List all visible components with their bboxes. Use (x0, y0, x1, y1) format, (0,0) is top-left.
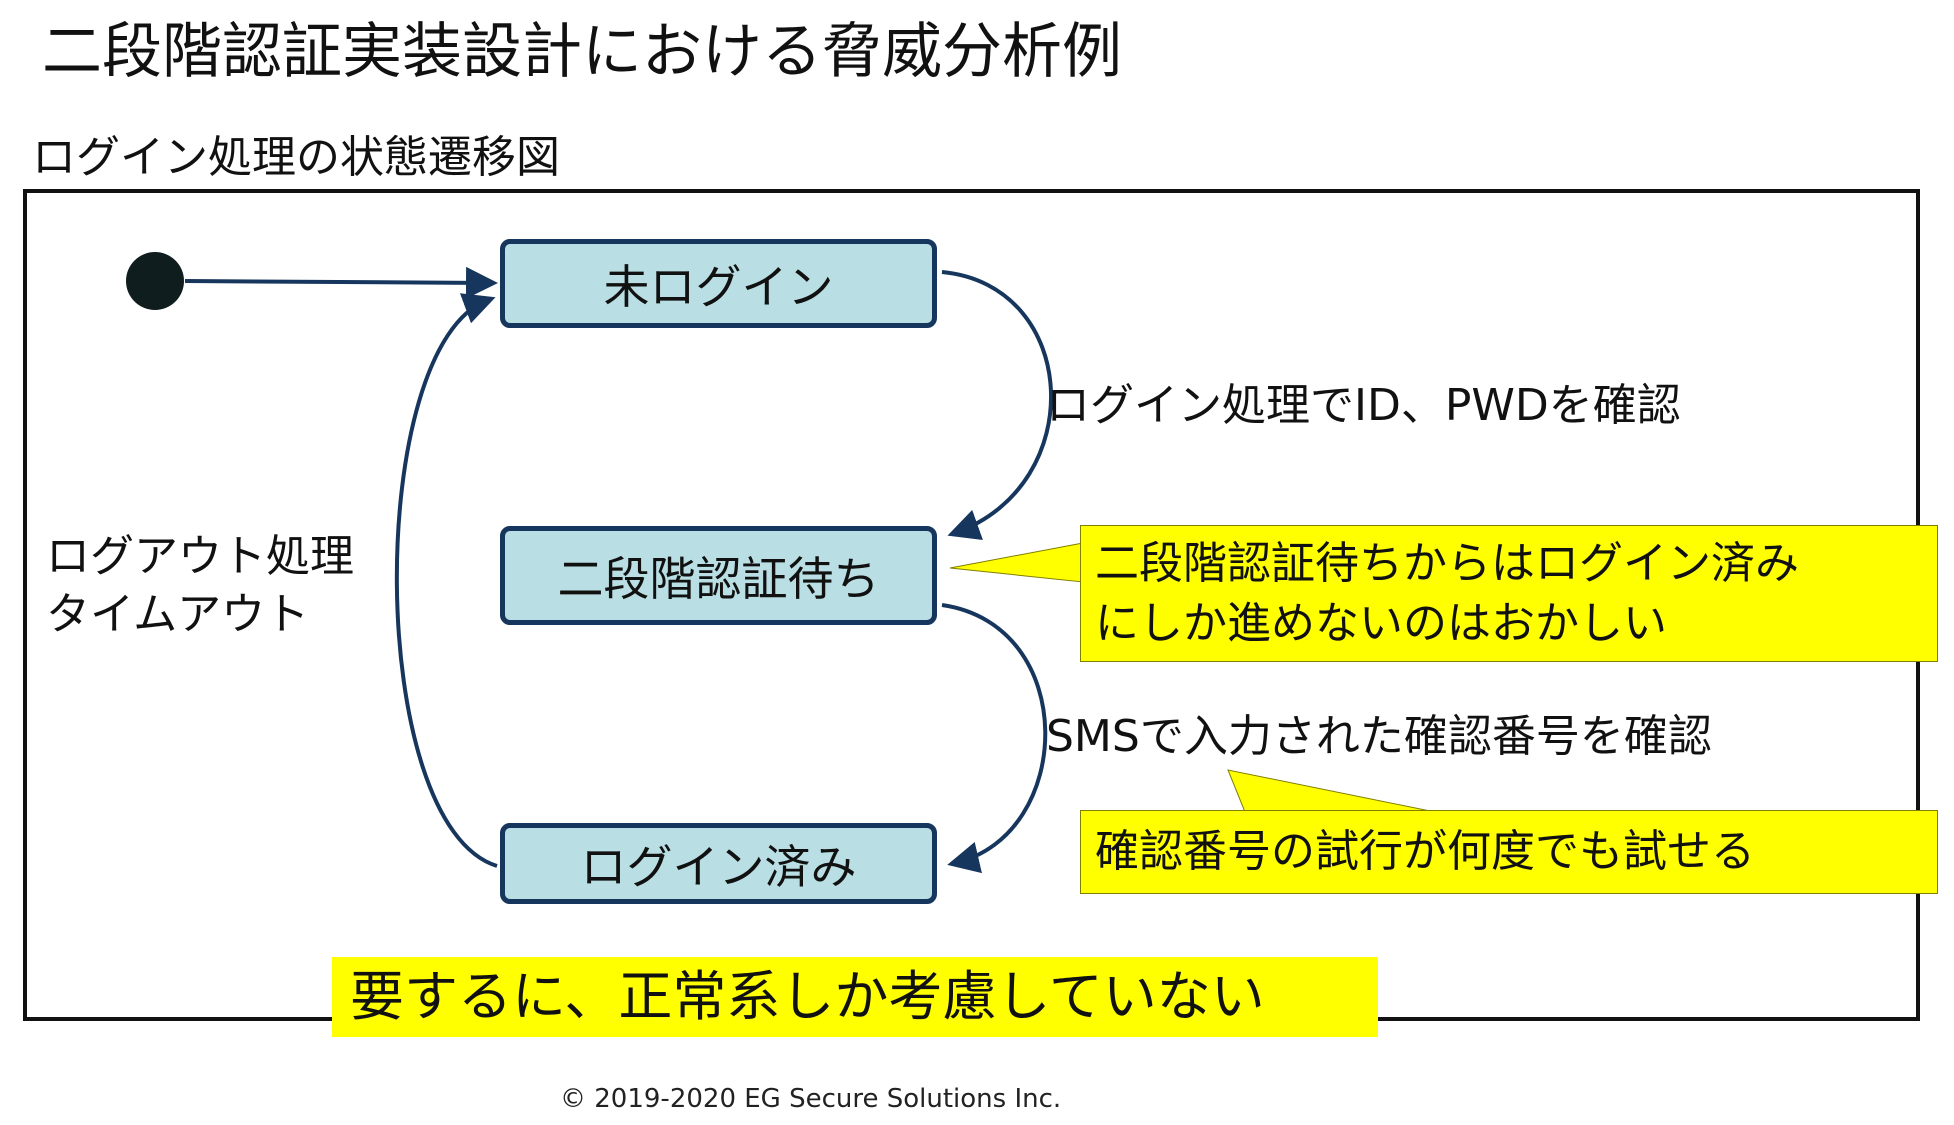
logout-transition-label: ログアウト処理 タイムアウト (46, 528, 354, 644)
callout-unlimited-tries: 確認番号の試行が何度でも試せる (1080, 810, 1938, 894)
callout-only-forward: 二段階認証待ちからはログイン済み にしか進めないのはおかしい (1080, 525, 1938, 662)
callout-only-forward-line-2: にしか進めないのはおかしい (1095, 598, 1667, 649)
state-logged-in: ログイン済み (500, 823, 937, 904)
state-waiting-2fa: 二段階認証待ち (500, 526, 937, 625)
logout-label-line: ログアウト処理 (46, 531, 354, 582)
diagram-caption: ログイン処理の状態遷移図 (32, 132, 560, 183)
sms-transition-arrow (941, 603, 1048, 874)
initial-transition-arrow (184, 266, 498, 299)
logout-transition-arrow (394, 293, 498, 868)
callout-unlimited-tries-text: 確認番号の試行が何度でも試せる (1095, 826, 1755, 877)
callout-only-forward-line-1: 二段階認証待ちからはログイン済み (1095, 538, 1799, 589)
initial-state-dot (126, 252, 184, 310)
state-not-logged-in: 未ログイン (500, 239, 937, 328)
callout-pointer-upper (949, 542, 1084, 583)
callout-pointer-lower (1227, 769, 1436, 813)
login-transition-arrow (941, 270, 1053, 540)
summary-banner: 要するに、正常系しか考慮していない (332, 957, 1378, 1037)
timeout-label-line: タイムアウト (46, 589, 310, 640)
sms-transition-label: SMSで入力された確認番号を確認 (1046, 711, 1712, 762)
login-transition-label: ログイン処理でID、PWDを確認 (1046, 380, 1681, 431)
slide-title: 二段階認証実装設計における脅威分析例 (42, 17, 1122, 87)
copyright-footer: © 2019-2020 EG Secure Solutions Inc. (560, 1084, 1062, 1114)
